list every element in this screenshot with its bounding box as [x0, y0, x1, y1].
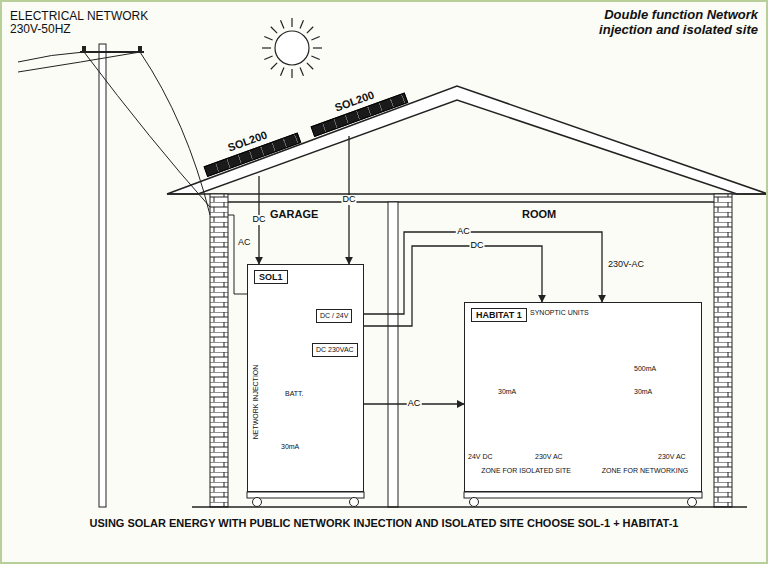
wire-label: DC [342, 195, 357, 205]
sun-ray [311, 37, 319, 40]
sun-ray [264, 37, 272, 40]
connector-wire [364, 246, 542, 326]
sun-ray [311, 56, 319, 59]
sun-ray [262, 47, 271, 48]
sun-ray [291, 69, 292, 78]
wire-label: AC [456, 227, 471, 237]
cabinet-title: HABITAT 1 [471, 308, 527, 322]
text-label: SYNOPTIC UNITS [530, 309, 589, 317]
text-label: 230V AC [535, 453, 563, 461]
text-label: 24V DC [468, 453, 493, 461]
equipment-cabinet: SOL1 DC / 24V DC 230VAC [247, 264, 364, 492]
converter-box: DC 230VAC [312, 343, 358, 357]
diagram-title: Double function Network injection and is… [568, 8, 758, 38]
equipment-cabinet: HABITAT 1 [464, 302, 702, 492]
node-text: DC 230VAC [316, 346, 354, 354]
sun-ray [307, 63, 313, 69]
text-label: 230V-AC [608, 260, 644, 270]
sun-ray [300, 20, 303, 28]
sun-ray [281, 20, 284, 28]
text-label: BATT. [285, 390, 304, 398]
vertical-label: NETWORK INJECTION [252, 365, 260, 440]
sun-ray [313, 47, 322, 48]
cabinet-title: SOL1 [254, 270, 288, 284]
wire-label: DC [470, 241, 485, 251]
sun-ray [264, 56, 272, 59]
text-label: ELECTRICAL NETWORK 230V-50HZ [10, 10, 160, 36]
sun-ray [281, 67, 284, 75]
sun-ray [271, 27, 277, 33]
text-label: 500mA [634, 365, 656, 373]
diagram-caption: USING SOLAR ENERGY WITH PUBLIC NETWORK I… [2, 516, 766, 531]
text-label: 30mA [281, 443, 299, 451]
sun-ray [271, 63, 277, 69]
text-label: AC [238, 238, 251, 248]
text-label: 30mA [498, 388, 516, 396]
wire-label: AC [407, 399, 422, 409]
sun-ray [307, 27, 313, 33]
text-label: ZONE FOR ISOLATED SITE [468, 467, 584, 475]
text-label: ROOM [522, 208, 556, 220]
node-text: DC / 24V [320, 312, 348, 320]
sun-ray [291, 18, 292, 27]
text-label: 230V AC [658, 453, 686, 461]
converter-box: DC / 24V [316, 309, 352, 323]
text-label: GARAGE [270, 208, 318, 220]
text-label: ZONE FOR NETWORKING [590, 467, 700, 475]
sun-ray [300, 67, 303, 75]
text-label: 30mA [634, 388, 652, 396]
wire-label: DC [252, 215, 267, 225]
